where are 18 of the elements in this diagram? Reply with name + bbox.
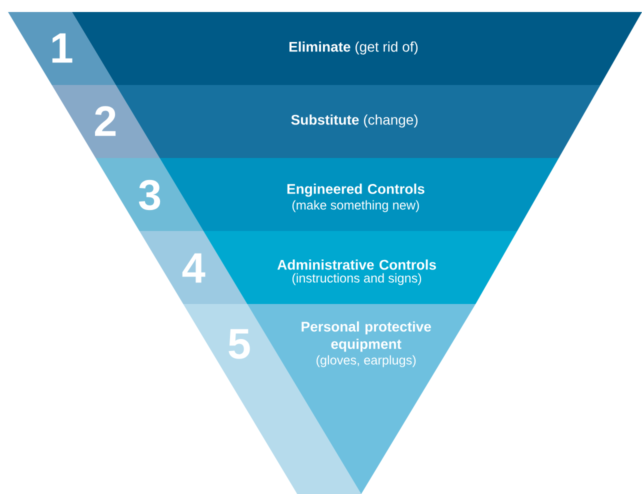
level-label: Eliminate (get rid of) [289, 41, 418, 55]
hierarchy-band [183, 304, 476, 494]
hierarchy-band [8, 12, 642, 85]
level-number: 4 [182, 253, 206, 283]
level-heading: Personal protective equipment [302, 321, 431, 352]
hierarchy-band [52, 85, 600, 158]
level-number: 2 [95, 106, 116, 136]
level-description: (gloves, earplugs) [316, 355, 416, 368]
level-heading: Engineered Controls [287, 184, 424, 197]
level-number: 3 [138, 180, 160, 210]
level-label: Substitute (change) [291, 114, 418, 128]
level-description: (make something new) [292, 200, 419, 212]
hierarchy-band [96, 158, 559, 231]
level-number: 1 [52, 33, 72, 63]
level-description: (instructions and signs) [292, 273, 422, 286]
level-number: 5 [228, 329, 250, 359]
level-heading: Administrative Controls [277, 259, 436, 270]
hierarchy-band [139, 231, 518, 304]
